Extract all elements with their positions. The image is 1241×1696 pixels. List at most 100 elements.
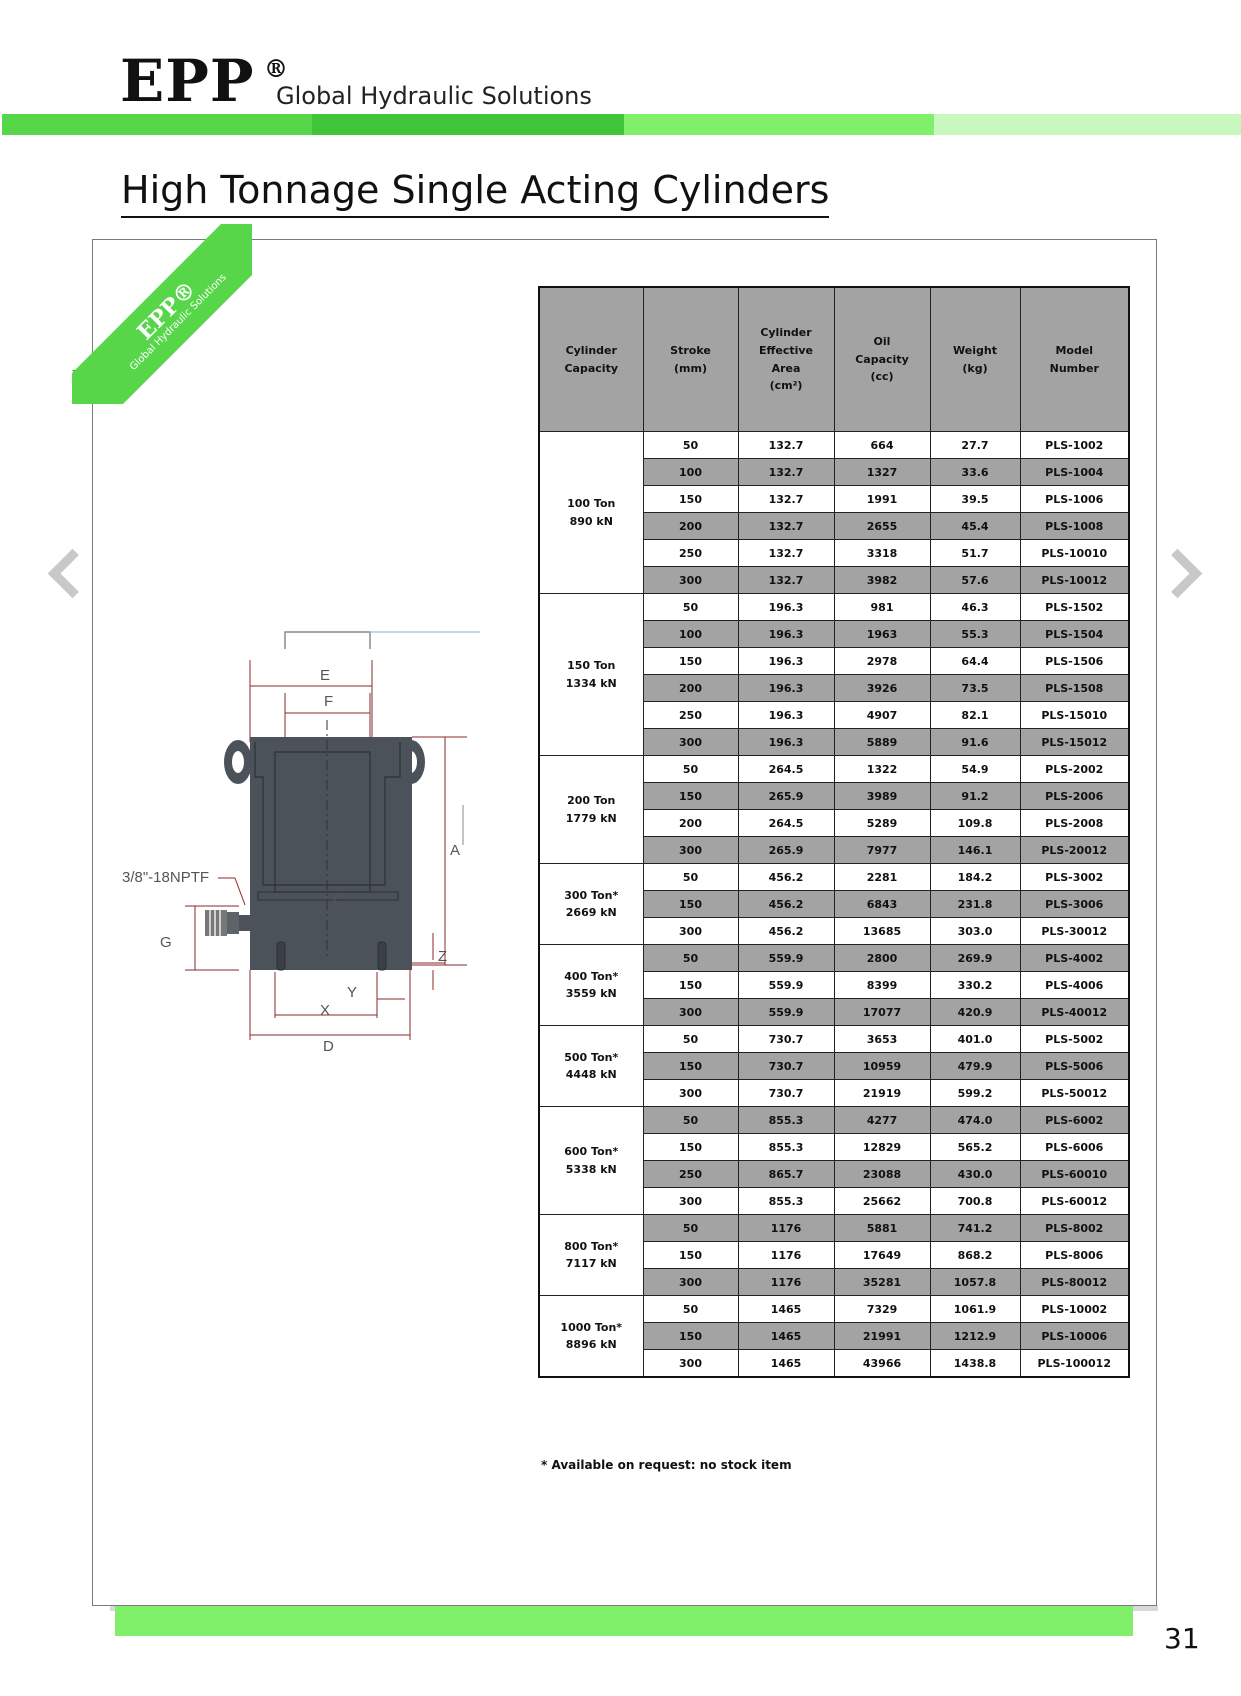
oil-capacity-cell: 4277 <box>833 1106 931 1134</box>
model-number-cell: PLS-1006 <box>1019 485 1130 513</box>
model-number-cell: PLS-40012 <box>1019 998 1130 1026</box>
model-number-cell: PLS-20012 <box>1019 836 1130 864</box>
weight-cell: 46.3 <box>929 593 1021 621</box>
oil-capacity-cell: 1327 <box>833 458 931 486</box>
model-number-cell: PLS-1008 <box>1019 512 1130 540</box>
area-cell: 196.3 <box>737 593 835 621</box>
weight-cell: 57.6 <box>929 566 1021 594</box>
model-number-cell: PLS-2006 <box>1019 782 1130 810</box>
oil-capacity-cell: 7977 <box>833 836 931 864</box>
model-number-cell: PLS-10006 <box>1019 1322 1130 1350</box>
area-cell: 559.9 <box>737 998 835 1026</box>
area-cell: 1176 <box>737 1268 835 1296</box>
capacity-cell: 400 Ton*3559 kN <box>538 944 644 1026</box>
oil-capacity-cell: 981 <box>833 593 931 621</box>
model-number-cell: PLS-8002 <box>1019 1214 1130 1242</box>
area-cell: 1176 <box>737 1214 835 1242</box>
stroke-cell: 50 <box>642 944 739 972</box>
area-cell: 132.7 <box>737 566 835 594</box>
stroke-cell: 300 <box>642 1268 739 1296</box>
header-bar-segment-2 <box>312 114 624 135</box>
stroke-cell: 150 <box>642 971 739 999</box>
area-cell: 730.7 <box>737 1079 835 1107</box>
area-cell: 456.2 <box>737 917 835 945</box>
oil-capacity-cell: 1963 <box>833 620 931 648</box>
model-number-cell: PLS-1504 <box>1019 620 1130 648</box>
header-bar-segment-1 <box>2 114 312 135</box>
stroke-cell: 250 <box>642 701 739 729</box>
dimension-label-x: X <box>320 1002 330 1019</box>
title-underline <box>121 216 829 218</box>
model-number-cell: PLS-5002 <box>1019 1025 1130 1053</box>
weight-cell: 430.0 <box>929 1160 1021 1188</box>
area-cell: 132.7 <box>737 539 835 567</box>
area-cell: 196.3 <box>737 620 835 648</box>
oil-capacity-cell: 12829 <box>833 1133 931 1161</box>
oil-capacity-cell: 664 <box>833 431 931 459</box>
dimension-label-y: Y <box>347 984 357 1001</box>
area-cell: 1176 <box>737 1241 835 1269</box>
weight-cell: 1061.9 <box>929 1295 1021 1323</box>
area-cell: 264.5 <box>737 755 835 783</box>
oil-capacity-cell: 21919 <box>833 1079 931 1107</box>
weight-cell: 27.7 <box>929 431 1021 459</box>
model-number-cell: PLS-4002 <box>1019 944 1130 972</box>
oil-capacity-cell: 5881 <box>833 1214 931 1242</box>
model-number-cell: PLS-30012 <box>1019 917 1130 945</box>
area-cell: 265.9 <box>737 836 835 864</box>
area-cell: 1465 <box>737 1322 835 1350</box>
stroke-cell: 50 <box>642 593 739 621</box>
dimension-label-z: Z <box>438 948 447 965</box>
next-page-arrow-icon[interactable] <box>1152 548 1203 599</box>
area-cell: 132.7 <box>737 512 835 540</box>
oil-capacity-cell: 17649 <box>833 1241 931 1269</box>
stroke-cell: 150 <box>642 1052 739 1080</box>
header-stroke: Stroke(mm) <box>642 286 739 432</box>
weight-cell: 82.1 <box>929 701 1021 729</box>
oil-capacity-cell: 23088 <box>833 1160 931 1188</box>
oil-capacity-cell: 4907 <box>833 701 931 729</box>
area-cell: 1465 <box>737 1349 835 1378</box>
weight-cell: 1212.9 <box>929 1322 1021 1350</box>
oil-capacity-cell: 10959 <box>833 1052 931 1080</box>
weight-cell: 479.9 <box>929 1052 1021 1080</box>
stroke-cell: 200 <box>642 674 739 702</box>
stroke-cell: 300 <box>642 917 739 945</box>
area-cell: 265.9 <box>737 782 835 810</box>
weight-cell: 700.8 <box>929 1187 1021 1215</box>
area-cell: 264.5 <box>737 809 835 837</box>
capacity-cell: 500 Ton*4448 kN <box>538 1025 644 1107</box>
previous-page-arrow-icon[interactable] <box>47 548 98 599</box>
weight-cell: 1057.8 <box>929 1268 1021 1296</box>
capacity-cell: 300 Ton*2669 kN <box>538 863 644 945</box>
model-number-cell: PLS-15012 <box>1019 728 1130 756</box>
stroke-cell: 300 <box>642 1349 739 1378</box>
weight-cell: 474.0 <box>929 1106 1021 1134</box>
oil-capacity-cell: 43966 <box>833 1349 931 1378</box>
model-number-cell: PLS-10002 <box>1019 1295 1130 1323</box>
stroke-cell: 250 <box>642 539 739 567</box>
stroke-cell: 50 <box>642 1295 739 1323</box>
area-cell: 730.7 <box>737 1052 835 1080</box>
stroke-cell: 50 <box>642 431 739 459</box>
area-cell: 196.3 <box>737 647 835 675</box>
stroke-cell: 150 <box>642 890 739 918</box>
oil-capacity-cell: 2978 <box>833 647 931 675</box>
stroke-cell: 50 <box>642 1106 739 1134</box>
stroke-cell: 200 <box>642 809 739 837</box>
dimension-label-a: A <box>450 842 460 859</box>
weight-cell: 1438.8 <box>929 1349 1021 1378</box>
